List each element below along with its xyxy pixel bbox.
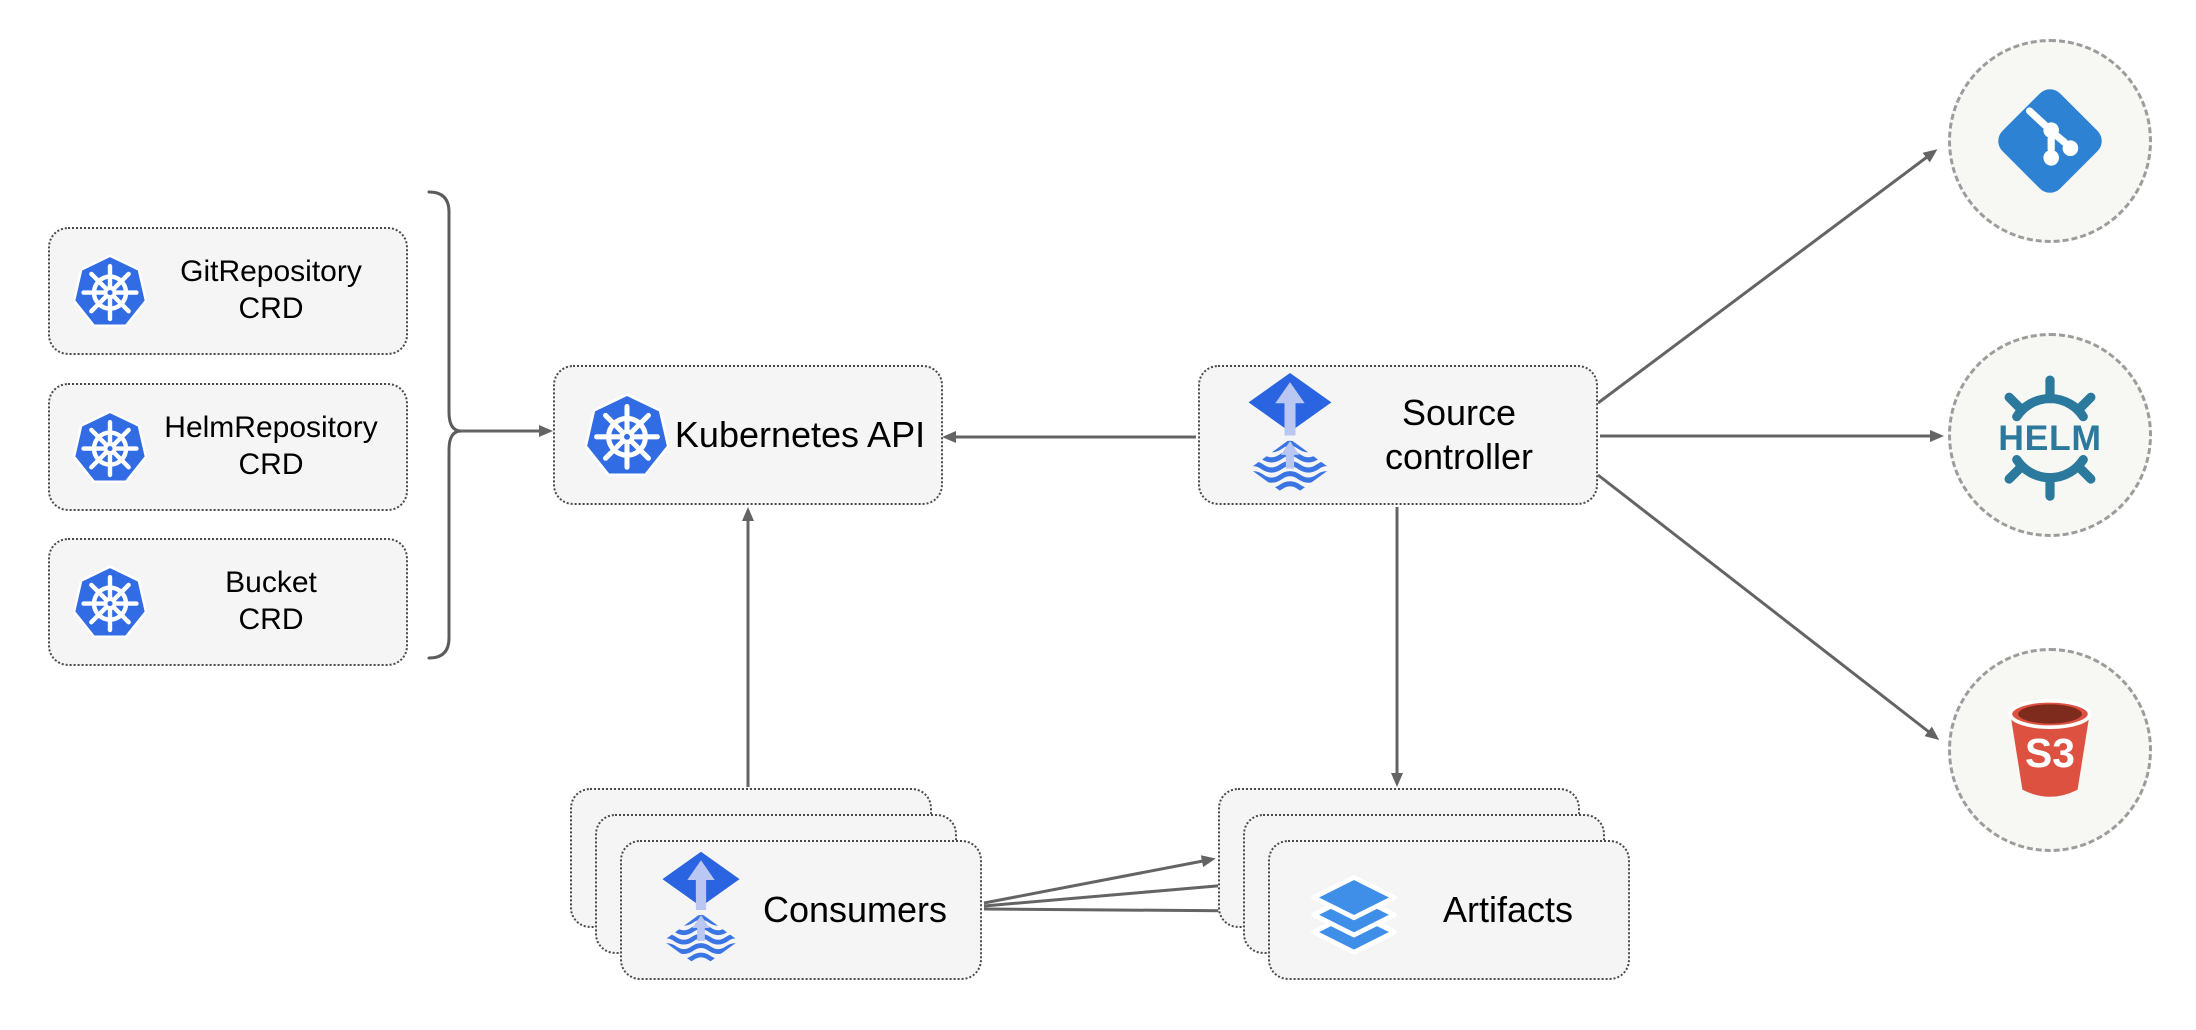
kubernetes-api-label: Kubernetes API	[674, 414, 926, 456]
kubernetes-api-box: Kubernetes API	[553, 365, 943, 505]
s3-source-circle: S3	[1948, 648, 2152, 852]
kubernetes-icon	[581, 389, 673, 481]
kubernetes-icon	[70, 562, 150, 642]
helm-source-circle: HELM	[1948, 333, 2152, 537]
helmrepository-crd-label: HelmRepository CRD	[164, 411, 378, 481]
helm-icon: HELM	[1998, 375, 2101, 501]
gitrepository-crd-label: GitRepository CRD	[180, 255, 362, 325]
edge-consumers-to-artifacts-3	[983, 904, 1266, 917]
consumers-box: Consumers	[620, 840, 982, 980]
s3-label: S3	[2025, 730, 2075, 776]
helm-label: HELM	[1998, 418, 2101, 458]
source-controller-box: Source controller	[1198, 365, 1598, 505]
edge-source-controller-to-s3	[1597, 473, 1940, 740]
consumers-label: Consumers	[762, 889, 948, 931]
layers-icon	[1306, 862, 1402, 958]
artifacts-box: Artifacts	[1268, 840, 1630, 980]
edge-source-controller-to-git	[1597, 149, 1938, 405]
helmrepository-crd-box: HelmRepository CRD	[48, 383, 408, 511]
bucket-crd-label: Bucket CRD	[225, 566, 317, 636]
edge-consumers-to-artifacts-1	[983, 855, 1216, 905]
gitrepository-crd-box: GitRepository CRD	[48, 227, 408, 355]
crd-grouping-bracket	[427, 190, 463, 660]
bucket-crd-box: Bucket CRD	[48, 538, 408, 666]
source-controller-label: Source controller	[1384, 392, 1534, 477]
kubernetes-icon	[70, 407, 150, 487]
flux-icon	[1244, 371, 1336, 500]
git-source-circle	[1948, 39, 2152, 243]
consumers-stack: Consumers	[570, 788, 984, 982]
artifacts-stack: Artifacts	[1218, 788, 1632, 982]
kubernetes-icon	[70, 251, 150, 331]
s3-bucket-icon: S3	[2008, 699, 2092, 797]
edge-consumers-to-artifacts-2	[983, 879, 1241, 908]
flux-icon	[658, 850, 744, 970]
artifacts-label: Artifacts	[1442, 889, 1574, 931]
git-icon	[1990, 81, 2110, 201]
